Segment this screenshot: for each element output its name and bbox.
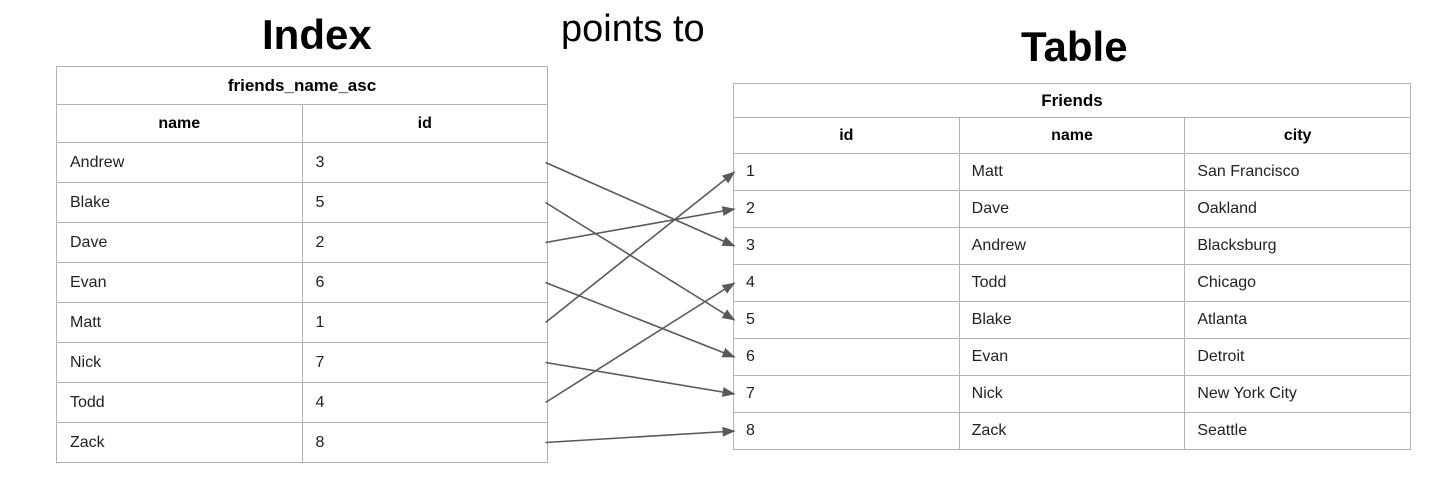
index-pointer-arrow — [545, 282, 736, 404]
table-cell: Todd — [56, 382, 303, 423]
table-cell: Evan — [958, 338, 1186, 376]
index-pointer-arrow — [545, 281, 736, 358]
index-pointer-arrow — [545, 161, 736, 247]
table-cell: Matt — [958, 153, 1186, 191]
table-cell: Andrew — [56, 142, 303, 183]
column-header: name — [958, 117, 1186, 154]
table-cell: Todd — [958, 264, 1186, 302]
index-pointer-arrow — [545, 426, 736, 444]
table-title: friends_name_asc — [56, 66, 548, 105]
table-cell: 7 — [301, 342, 548, 383]
table-cell: Dave — [958, 190, 1186, 228]
table-cell: 6 — [301, 262, 548, 303]
table-cell: 1 — [301, 302, 548, 343]
points-to-label: points to — [561, 8, 705, 50]
table-cell: 8 — [733, 412, 960, 450]
table-cell: Blake — [56, 182, 303, 223]
index-pointer-arrow — [545, 206, 736, 244]
table-cell: Matt — [56, 302, 303, 343]
table-cell: Seattle — [1184, 412, 1411, 450]
table-cell: Chicago — [1184, 264, 1411, 302]
table-cell: Oakland — [1184, 190, 1411, 228]
table-cell: Dave — [56, 222, 303, 263]
table-cell: 2 — [301, 222, 548, 263]
column-header: city — [1184, 117, 1411, 154]
table-cell: 1 — [733, 153, 960, 191]
table-cell: Zack — [958, 412, 1186, 450]
table-heading: Table — [1021, 23, 1128, 70]
table-cell: Nick — [56, 342, 303, 383]
table-cell: 6 — [733, 338, 960, 376]
table-cell: 3 — [733, 227, 960, 265]
column-header: id — [301, 104, 548, 143]
table-cell: 2 — [733, 190, 960, 228]
table-cell: Evan — [56, 262, 303, 303]
index-pointer-arrow — [545, 171, 736, 324]
table-cell: 3 — [301, 142, 548, 183]
table-cell: Zack — [56, 422, 303, 463]
column-header: name — [56, 104, 303, 143]
table-cell: Blacksburg — [1184, 227, 1411, 265]
table-cell: 4 — [733, 264, 960, 302]
table-cell: 8 — [301, 422, 548, 463]
table-cell: Atlanta — [1184, 301, 1411, 339]
table-cell: Andrew — [958, 227, 1186, 265]
table-cell: Blake — [958, 301, 1186, 339]
table-cell: 5 — [733, 301, 960, 339]
index-pointer-arrow — [545, 361, 736, 397]
table-cell: San Francisco — [1184, 153, 1411, 191]
index-heading: Index — [262, 11, 372, 58]
column-header: id — [733, 117, 960, 154]
table-cell: 4 — [301, 382, 548, 423]
table-cell: 5 — [301, 182, 548, 223]
index-pointer-arrow — [545, 201, 736, 321]
table-title: Friends — [733, 83, 1411, 118]
table-cell: Detroit — [1184, 338, 1411, 376]
table-cell: 7 — [733, 375, 960, 413]
table-cell: Nick — [958, 375, 1186, 413]
table-cell: New York City — [1184, 375, 1411, 413]
